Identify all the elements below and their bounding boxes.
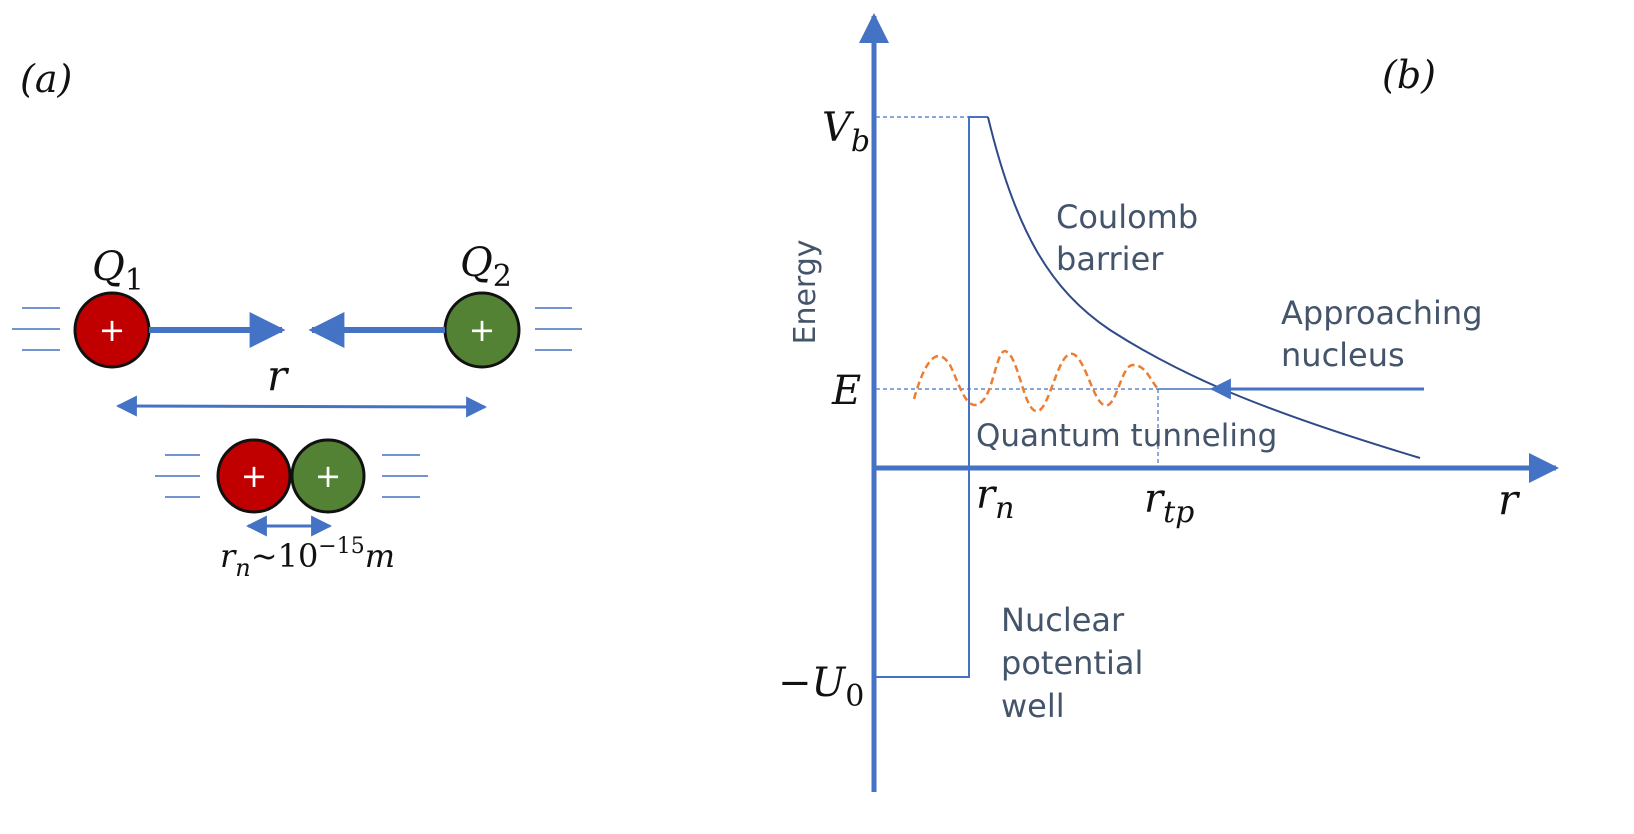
nuclear-distance-label: rn~10−15m — [220, 534, 395, 582]
u0-symbol: U — [812, 660, 847, 706]
rtp-symbol: r — [1144, 476, 1166, 522]
separation-label: r — [267, 351, 290, 400]
coulomb-barrier-label: Coulomb barrier — [1056, 198, 1208, 278]
u0-label: −U0 — [778, 660, 864, 714]
rn-symbol: r — [976, 472, 998, 518]
charge2-label: Q2 — [460, 240, 512, 294]
nuclear-well-line-3: well — [1001, 687, 1065, 725]
vb-subscript: b — [851, 124, 870, 159]
nuclear-potential-well — [876, 116, 988, 678]
rn-label: rn — [976, 472, 1014, 526]
fused-proton-right — [290, 438, 366, 514]
approaching-nucleus-line-2: nucleus — [1281, 336, 1405, 374]
coulomb-barrier-curve — [987, 116, 1421, 459]
quantum-tunneling-label: Quantum tunneling — [976, 418, 1277, 454]
nuclear-well-line-1: Nuclear — [1001, 601, 1125, 639]
rn-subscript: n — [995, 491, 1014, 526]
r-axis-label: r — [1498, 475, 1521, 524]
nuclear-distance-subscript: n — [235, 554, 250, 582]
approaching-nucleus-line-1: Approaching — [1281, 294, 1483, 332]
charge2-subscript: 2 — [493, 259, 512, 294]
separation-arrow — [115, 395, 488, 418]
energy-level-label: E — [831, 368, 861, 414]
nuclear-well-label: Nuclear potential well — [1001, 601, 1154, 725]
panel-a-label: (a) — [20, 57, 72, 101]
energy-axis-label: Energy — [788, 239, 823, 344]
fused-proton-left — [216, 438, 292, 514]
charge2-sign: + — [469, 311, 496, 349]
coulomb-barrier-line-2: barrier — [1056, 240, 1164, 278]
panel-b-label: (b) — [1382, 53, 1436, 97]
nuclear-distance-tilde: ~10 — [251, 537, 319, 575]
panel-a: (a) Q1 Q2 + + r — [12, 57, 582, 582]
rtp-subscript: tp — [1163, 495, 1194, 530]
nuclear-distance-exponent: −15 — [318, 534, 364, 559]
motion-lines-right — [535, 307, 582, 351]
fused-motion-lines-left — [155, 454, 200, 498]
charge1-symbol: Q — [92, 244, 125, 290]
fused-motion-lines-right — [382, 454, 428, 498]
approaching-nucleus-label: Approaching nucleus — [1281, 294, 1493, 374]
fused-left-sign: + — [241, 457, 268, 495]
charge2-symbol: Q — [460, 240, 493, 286]
nuclear-distance-unit: m — [365, 537, 395, 575]
charge1-label: Q1 — [92, 244, 144, 298]
u0-minus: − — [778, 660, 812, 706]
nuclear-well-line-2: potential — [1001, 644, 1143, 682]
coulomb-barrier-line-1: Coulomb — [1056, 198, 1198, 236]
charge1-sign: + — [99, 311, 126, 349]
tunneling-wave — [912, 349, 1159, 413]
vb-symbol: V — [822, 105, 855, 151]
u0-subscript: 0 — [845, 679, 864, 714]
motion-lines-left — [12, 307, 60, 351]
nuclear-distance-symbol: r — [220, 537, 237, 575]
vb-label: Vb — [822, 105, 870, 159]
fused-right-sign: + — [315, 457, 342, 495]
rtp-label: rtp — [1144, 476, 1194, 530]
charge1-subscript: 1 — [125, 263, 144, 298]
panel-b: (b) Energy Vb E −U0 rn — [778, 13, 1559, 792]
